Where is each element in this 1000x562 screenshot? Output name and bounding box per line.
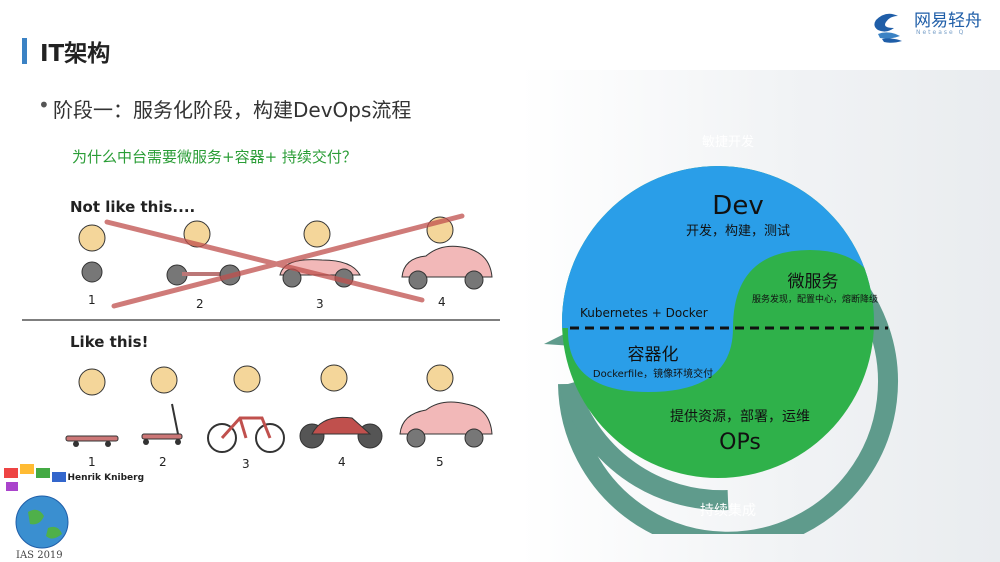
credit-text: by Henrik Kniberg — [52, 473, 144, 482]
container-title: 容器化 — [628, 345, 679, 365]
bullet-text: 阶段一：服务化阶段，构建DevOps流程 — [53, 98, 412, 122]
top-step-4: 4 — [438, 295, 446, 309]
ops-title: OPs — [719, 430, 761, 455]
microservice-title: 微服务 — [788, 272, 839, 292]
outer-bottom-label: 持续集成 — [700, 502, 756, 519]
container-subtitle: Dockerfile，镜像环境交付 — [593, 367, 713, 380]
devops-diagram: 敏捷开发 持续集成 Dev 开发，构建，测试 微服务 服务发现，配置中心，熔断降… — [544, 134, 898, 534]
bottom-step-numbers: 1 2 3 4 5 — [88, 455, 444, 471]
logo-text: 网易轻舟 — [914, 11, 982, 31]
question-text: 为什么中台需要微服务+容器+ 持续交付？ — [72, 148, 357, 166]
wave-icon — [874, 13, 902, 43]
not-like-label: Not like this.... — [70, 198, 195, 216]
dev-subtitle: 开发，构建，测试 — [686, 223, 790, 239]
like-label: Like this! — [70, 333, 148, 351]
bottom-step-1: 1 — [88, 455, 96, 469]
bottom-step-3: 3 — [242, 457, 250, 471]
mvp-illustration: Not like this.... 1 2 3 4 Like this! — [22, 198, 500, 482]
globe-icon — [15, 495, 69, 549]
logo-subtext: Netease Q — [916, 29, 966, 36]
microservice-subtitle: 服务发现，配置中心，熔断降级 — [752, 293, 878, 305]
bottom-step-2: 2 — [159, 455, 167, 469]
netease-logo — [874, 13, 902, 43]
ops-subtitle: 提供资源，部署，运维 — [670, 409, 810, 425]
container-bulge — [567, 328, 733, 392]
page-title: IT架构 — [40, 41, 111, 67]
microservice-bulge — [733, 250, 874, 328]
top-step-1: 1 — [88, 293, 96, 307]
ias-2019-logo: IAS 2019 — [4, 464, 69, 561]
vehicles-bottom — [65, 401, 493, 453]
cross-out-lines — [104, 213, 465, 309]
ias-text: IAS 2019 — [16, 550, 63, 561]
title-accent-bar — [22, 38, 27, 64]
speech-bubbles-icon — [4, 464, 66, 491]
top-step-3: 3 — [316, 297, 324, 311]
bullet-marker: • — [38, 93, 50, 117]
top-step-numbers: 1 2 3 4 — [88, 293, 446, 311]
bottom-step-5: 5 — [436, 455, 444, 469]
dev-title: Dev — [712, 191, 763, 221]
outer-top-label: 敏捷开发 — [702, 134, 754, 150]
bottom-step-4: 4 — [338, 455, 346, 469]
k8s-docker-label: Kubernetes + Docker — [580, 306, 708, 320]
faces-bottom — [78, 364, 454, 396]
top-step-2: 2 — [196, 297, 204, 311]
